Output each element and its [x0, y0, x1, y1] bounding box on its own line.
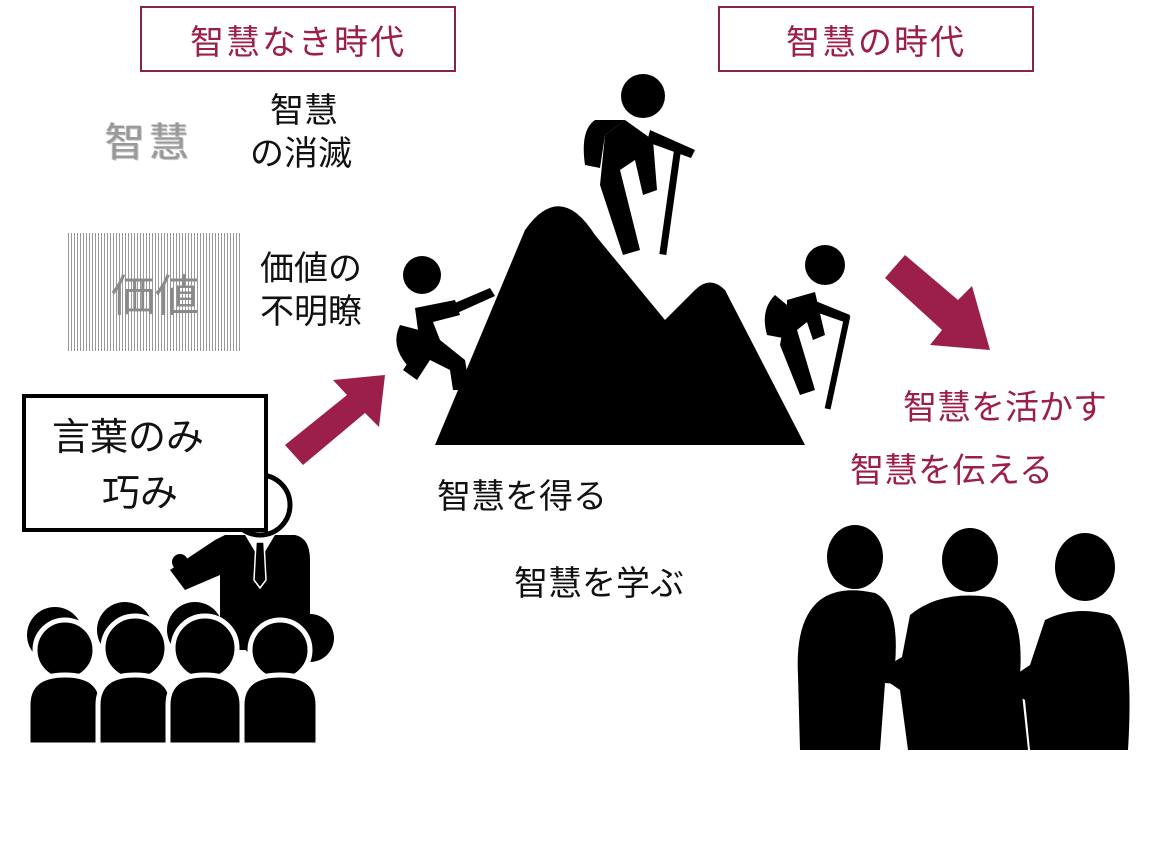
faded-wisdom-icon-text: 智慧: [105, 120, 193, 166]
value-line2: 不明瞭: [260, 291, 362, 332]
wisdom-loss-line2: の消滅: [250, 133, 352, 174]
speech-board-line1: 言葉のみ: [52, 415, 205, 459]
title-right: 智慧の時代: [718, 6, 1034, 72]
learn-wisdom-text: 智慧を学ぶ: [514, 564, 684, 604]
arrow-down-right-icon: [885, 255, 990, 350]
speech-board: 言葉のみ 巧み: [22, 394, 268, 532]
faded-wisdom-icon: 智慧: [105, 118, 193, 168]
use-wisdom-text: 智慧を活かす: [903, 388, 1107, 428]
mountain-climbers-icon: [396, 74, 851, 445]
value-line1: 価値の: [260, 249, 362, 289]
title-left: 智慧なき時代: [140, 6, 456, 72]
people-group-icon: [797, 525, 1130, 750]
title-right-text: 智慧の時代: [786, 22, 966, 63]
wisdom-loss-line1: 智慧: [270, 91, 338, 131]
speech-board-line2: 巧み: [102, 471, 179, 515]
value-noise-box: 価値: [68, 233, 242, 351]
convey-wisdom-text: 智慧を伝える: [850, 451, 1053, 491]
wisdom-loss-label: 智慧 の消滅: [250, 90, 352, 175]
title-left-text: 智慧なき時代: [190, 22, 406, 63]
gain-wisdom-text: 智慧を得る: [437, 477, 607, 517]
value-noise-text: 価値: [111, 271, 199, 322]
speaker-audience-icon: [25, 472, 334, 748]
value-label: 価値の 不明瞭: [260, 248, 362, 333]
arrow-up-right-icon: [285, 375, 385, 465]
